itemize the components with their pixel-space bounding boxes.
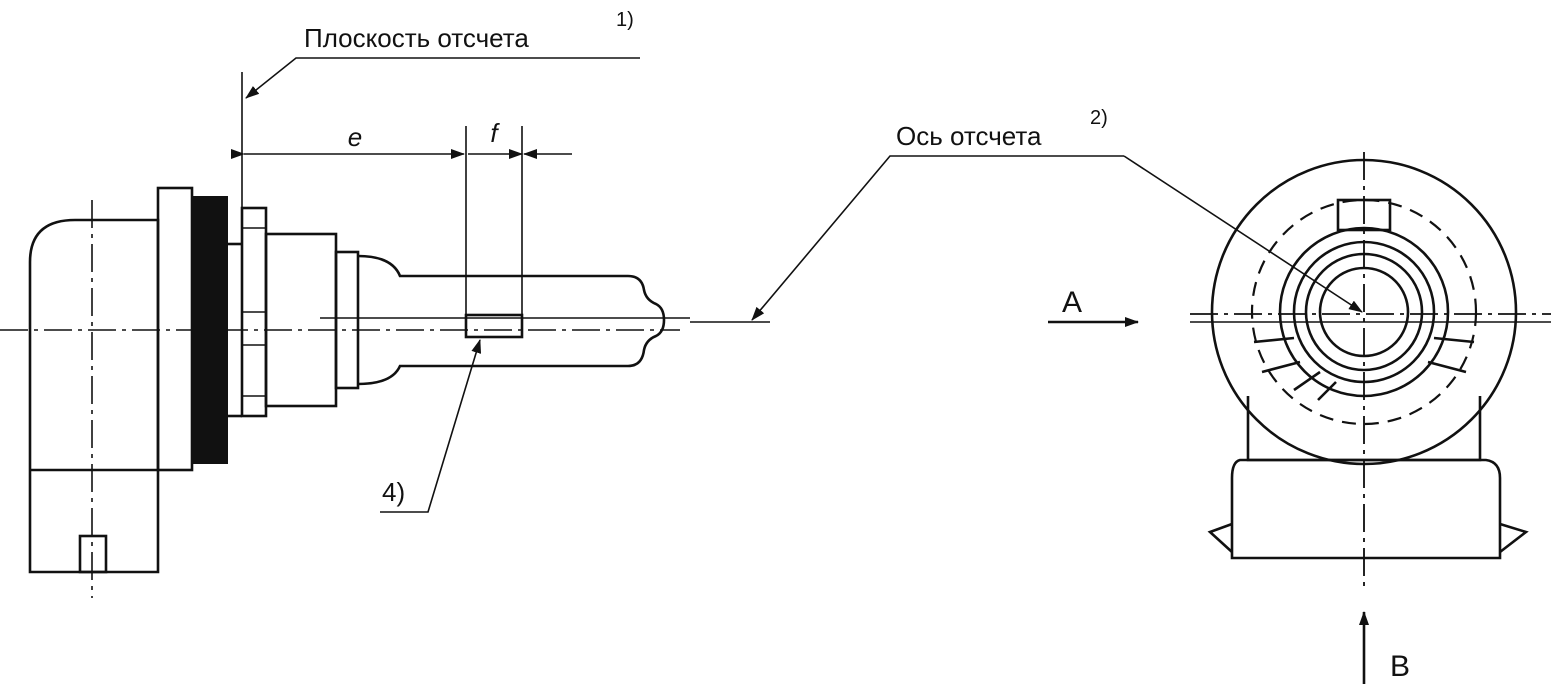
front-view <box>1190 152 1551 590</box>
front-clip-left <box>1207 522 1233 553</box>
reference-axis-leader-right <box>1123 155 1363 313</box>
reference-plane-leader <box>245 57 640 99</box>
base-collar <box>264 232 338 408</box>
side-view: e f Плоскость отсчета 1) 4) <box>0 9 690 598</box>
front-clip-right <box>1499 522 1529 554</box>
connector-latch <box>78 534 108 574</box>
seal-ring <box>192 196 228 464</box>
reference-axis-label: Ось отсчета <box>896 121 1042 151</box>
reference-axis-leader-left <box>751 155 1124 321</box>
flange <box>156 186 194 472</box>
dimension-f-label: f <box>490 118 500 148</box>
spoke-bottom-left <box>1293 370 1321 392</box>
dimension-e-label: e <box>348 122 362 152</box>
reference-plane-note: 1) <box>616 9 634 31</box>
hidden-circle <box>1250 198 1478 426</box>
reference-plane-label: Плоскость отсчета <box>304 23 529 53</box>
view-a-label: A <box>1062 286 1082 319</box>
reference-axis-note: 2) <box>1090 107 1108 129</box>
note-4-label: 4) <box>382 477 405 507</box>
glass-bulb <box>357 254 666 386</box>
front-connector-body <box>1230 458 1502 560</box>
filament <box>464 313 524 339</box>
connector-body <box>28 218 160 574</box>
spoke-left <box>1253 336 1295 344</box>
spoke-right <box>1433 336 1475 344</box>
base-step <box>334 250 360 390</box>
note-4-leader <box>380 339 482 513</box>
view-b-label: B <box>1390 650 1410 683</box>
